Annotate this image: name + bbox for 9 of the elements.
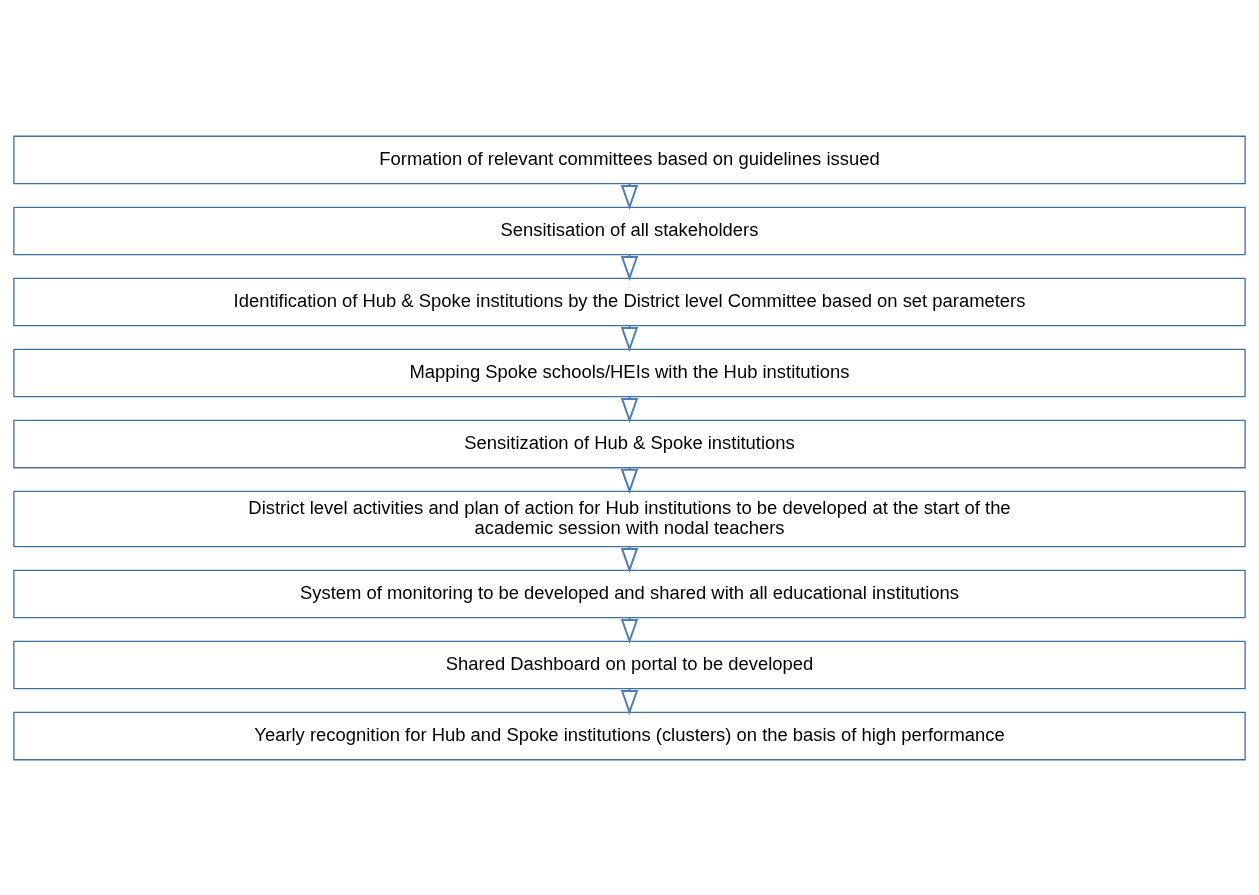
node-box: Formation of relevant committees based on guidelines issued (13, 135, 1246, 184)
node-box: Identification of Hub & Spoke institutions by the District level Committee based on set parameters (13, 277, 1246, 326)
node-box: Yearly recognition for Hub and Spoke institutions (clusters) on the basis of high performance (13, 711, 1246, 760)
node-box: Shared Dashboard on portal to be developed (13, 640, 1246, 689)
node-box: Sensitization of Hub & Spoke institutions (13, 419, 1246, 468)
node-box: System of monitoring to be developed and shared with all educational institutions (13, 569, 1246, 618)
node-box: District level activities and plan of action for Hub institutions to be developed at the start of the academic session with nodal teachers (13, 490, 1246, 547)
node-box: Sensitisation of all stakeholders (13, 206, 1246, 255)
node-box: Mapping Spoke schools/HEIs with the Hub institutions (13, 348, 1246, 397)
